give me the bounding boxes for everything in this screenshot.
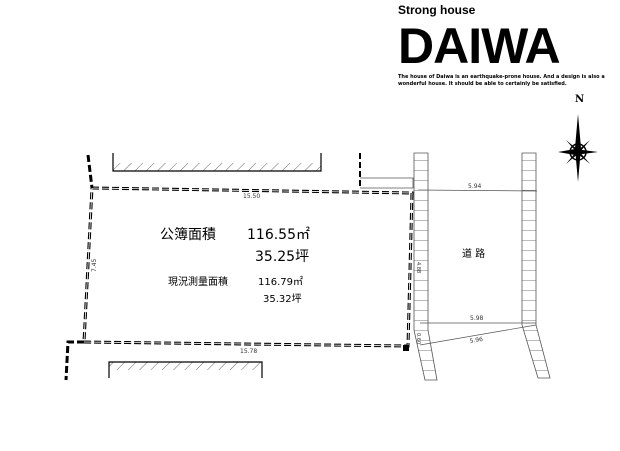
- logo-brand: DAIWA: [398, 18, 561, 74]
- surveyed-area-sqm: 116.79㎡: [258, 277, 303, 288]
- logo-tagline: Strong house: [398, 3, 476, 17]
- registered-area-label: 公簿面積: [160, 227, 216, 243]
- surveyed-area-label: 現況測量面積: [168, 277, 228, 288]
- neighbor-building-top: [112, 153, 322, 172]
- road-edge-right: [521, 152, 551, 379]
- daiwa-logo: Strong house DAIWA The house of Daiwa is…: [398, 3, 610, 87]
- lot-boundary: [64, 154, 414, 381]
- road-edge-left: [413, 152, 438, 381]
- dim-right-upper: 4.88: [415, 262, 421, 273]
- neighbor-building-bottom: [108, 361, 263, 378]
- dim-left: 7.45: [91, 258, 98, 272]
- surveyed-area-tsubo: 35.32坪: [263, 294, 302, 305]
- compass-icon: [558, 114, 598, 182]
- dim-bottom: 15.78: [240, 348, 257, 355]
- dim-road-middle: 5.98: [470, 315, 484, 322]
- gate-outline: [360, 177, 414, 189]
- dim-top: 15.50: [243, 193, 260, 200]
- registered-area-sqm: 116.55㎡: [247, 227, 310, 243]
- compass-north-label: N: [575, 94, 584, 105]
- dim-road-bottom: 5.96: [469, 336, 483, 345]
- dim-road-top: 5.94: [468, 183, 482, 190]
- registered-area-tsubo: 35.25坪: [255, 249, 310, 265]
- road-label: 道 路: [462, 247, 485, 260]
- dim-right-lower: 0.60: [415, 333, 421, 344]
- logo-motto: The house of Daiwa is an earthquake-pron…: [398, 74, 605, 87]
